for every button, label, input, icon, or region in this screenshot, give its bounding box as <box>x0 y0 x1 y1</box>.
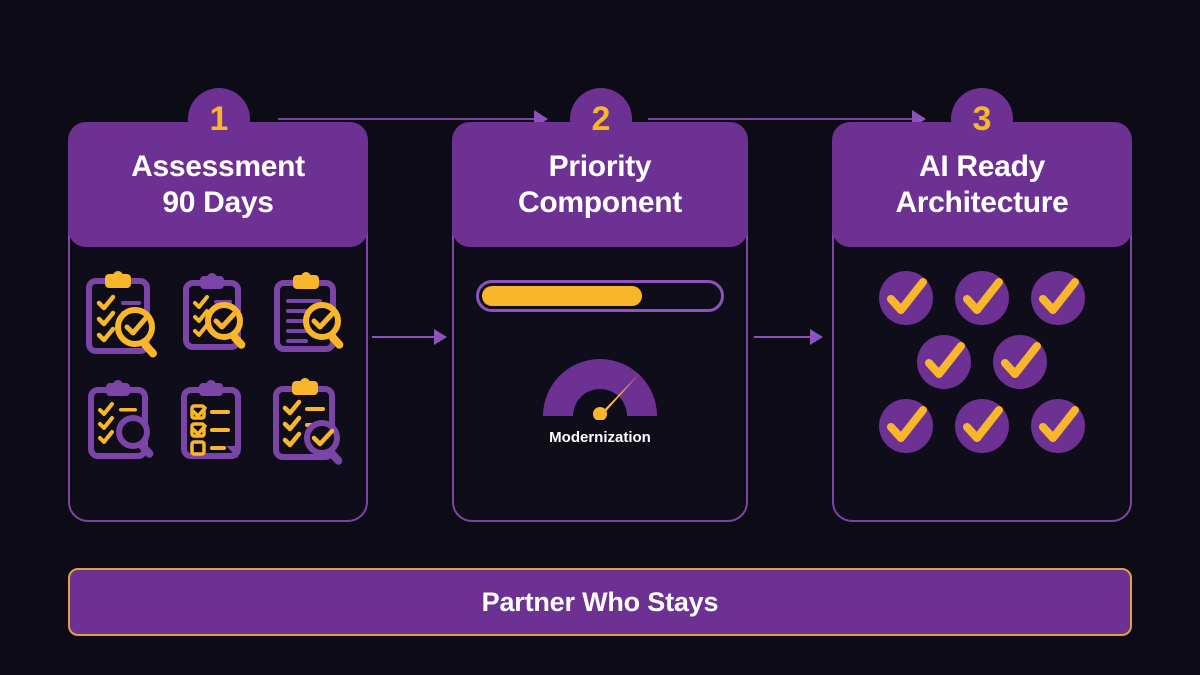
check-circle-icon <box>879 399 933 453</box>
check-circle-icon <box>955 399 1009 453</box>
check-circle-row <box>879 271 1085 325</box>
progress-bar-fill <box>482 286 643 306</box>
gauge-label: Modernization <box>549 429 651 446</box>
mid-connector-arrowhead-1-2 <box>434 329 447 345</box>
check-circle-icon <box>879 271 933 325</box>
modernization-progress-bar <box>476 280 724 312</box>
check-circle-icon <box>1031 399 1085 453</box>
clipboard-check-search-icon <box>269 269 353 366</box>
gauge-icon <box>535 350 665 425</box>
step-card-title-line1-3: AI Ready <box>919 150 1045 184</box>
step-card-title-1: Assessment 90 Days <box>123 149 313 220</box>
step-card-title-line2-3: Architecture <box>895 185 1069 219</box>
mid-connector-line-2-3 <box>754 336 812 338</box>
check-circle-row <box>879 399 1085 453</box>
step-badge-number-3: 3 <box>972 100 992 138</box>
step-card-1[interactable]: Assessment 90 Days <box>68 122 368 522</box>
check-circle-icon <box>993 335 1047 389</box>
step-card-2[interactable]: Priority Component Moderni <box>452 122 748 522</box>
partner-banner[interactable]: Partner Who Stays <box>68 568 1132 636</box>
check-circle-row <box>917 335 1047 389</box>
step-badge-1: 1 <box>188 88 250 150</box>
step-badge-3: 3 <box>951 88 1013 150</box>
step-card-title-3: AI Ready Architecture <box>887 149 1076 220</box>
check-circle-icon <box>955 271 1009 325</box>
step-card-content-2: Modernization <box>452 247 748 522</box>
clipboard-check-search-icon <box>176 269 260 366</box>
mid-connector-line-1-2 <box>372 336 436 338</box>
check-circle-grid <box>832 247 1132 453</box>
step-card-title-line2-1: 90 Days <box>162 185 274 219</box>
top-connector-line-2-3 <box>648 118 914 120</box>
step-card-3[interactable]: AI Ready Architecture <box>832 122 1132 522</box>
check-circle-icon <box>1031 271 1085 325</box>
clipboard-check-search-icon <box>269 376 353 473</box>
step-badge-2: 2 <box>570 88 632 150</box>
step-badge-number-1: 1 <box>209 100 229 138</box>
step-card-title-line1-1: Assessment <box>131 150 305 184</box>
clipboard-check-search-icon <box>83 269 167 366</box>
step-card-title-line2-2: Component <box>518 185 682 219</box>
gauge-widget: Modernization <box>535 350 665 446</box>
step-card-title-line1-2: Priority <box>548 150 652 184</box>
step-card-title-2: Priority Component <box>510 149 690 220</box>
clipboard-check-search-icon <box>176 376 260 473</box>
step-badge-number-2: 2 <box>591 100 611 138</box>
partner-banner-label: Partner Who Stays <box>481 586 719 617</box>
top-connector-line-1-2 <box>278 118 536 120</box>
clipboard-icon-grid <box>68 247 368 473</box>
mid-connector-arrowhead-2-3 <box>810 329 823 345</box>
step-card-content-3 <box>832 247 1132 522</box>
clipboard-check-search-icon <box>83 376 167 473</box>
step-card-content-1 <box>68 247 368 522</box>
step-card-header-2: Priority Component <box>452 122 748 247</box>
check-circle-icon <box>917 335 971 389</box>
